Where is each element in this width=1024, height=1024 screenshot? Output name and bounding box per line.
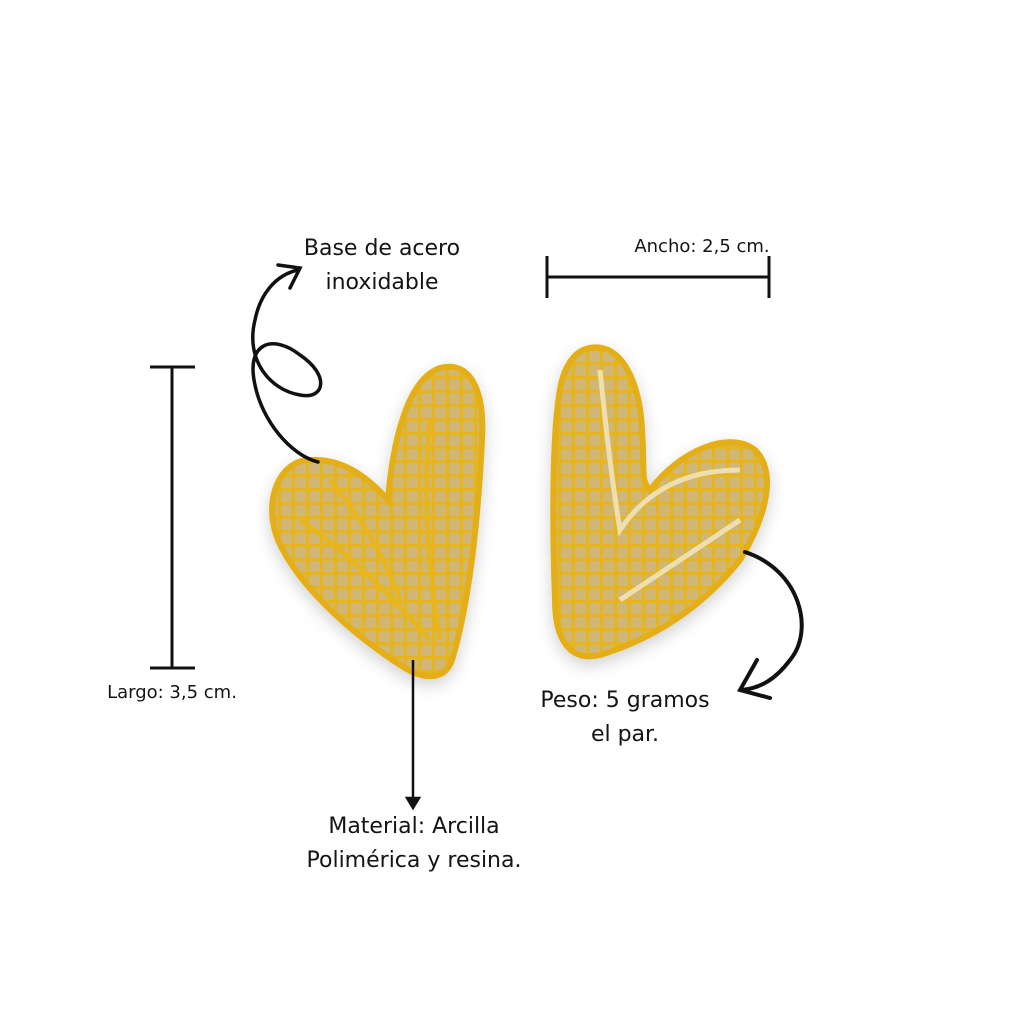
- material-label-line1: Material: Arcilla: [328, 814, 500, 839]
- material-arrow: [404, 660, 422, 811]
- weight-label: Peso: 5 gramos el par.: [520, 684, 730, 752]
- length-label: Largo: 3,5 cm.: [92, 682, 252, 704]
- weight-label-line1: Peso: 5 gramos: [540, 688, 710, 713]
- width-label: Ancho: 2,5 cm.: [612, 236, 792, 258]
- weight-label-line2: el par.: [590, 722, 660, 747]
- base-label-line1: Base de acero: [303, 236, 461, 261]
- left-heart-earring: [269, 363, 486, 680]
- right-heart-earring: [550, 344, 770, 660]
- base-label: Base de acero inoxidable: [282, 232, 482, 300]
- width-dimension-line: [545, 256, 771, 298]
- length-dimension-line: [150, 365, 195, 670]
- material-label-line2: Polimérica y resina.: [306, 848, 522, 873]
- width-label-text: Ancho: 2,5 cm.: [634, 236, 770, 257]
- base-label-line2: inoxidable: [325, 270, 439, 295]
- weight-curved-arrow: [736, 550, 804, 700]
- length-label-text: Largo: 3,5 cm.: [107, 682, 237, 703]
- material-label: Material: Arcilla Polimérica y resina.: [284, 810, 544, 878]
- base-curly-arrow: [251, 263, 323, 464]
